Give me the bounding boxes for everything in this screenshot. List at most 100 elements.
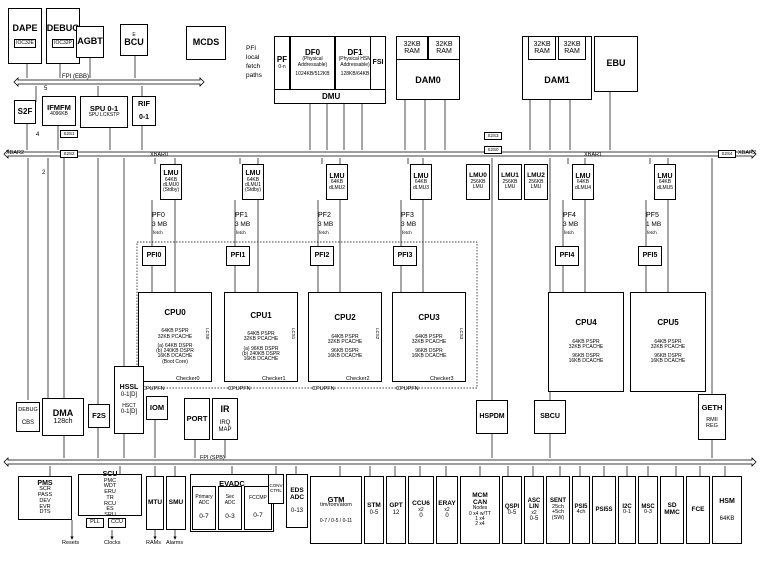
resets-label: Resets	[62, 540, 80, 546]
cpu-block-0-l2: 32KB PCACHE	[157, 333, 193, 340]
cpu-checker-0: Checker0	[176, 376, 200, 382]
asclin-block-range: 0-5	[529, 515, 539, 522]
ebu-block-title: EBU	[606, 58, 626, 69]
lmu-block-0-title: LMU	[163, 170, 179, 178]
evadc-sec-adc: ADC	[224, 499, 236, 506]
label-4: 4	[36, 132, 40, 138]
pms-block-title: PMS	[37, 479, 53, 487]
ifmfm-block-sub: 4096KB	[50, 111, 68, 118]
hsm-block-sub: 64KB	[719, 515, 735, 522]
dam1-ram2: 32KB RAM	[558, 36, 586, 60]
i2c-block-sub: 0-1	[623, 509, 631, 516]
eray-block-title: ERAY	[438, 499, 456, 507]
sent-block-l3: +5ch	[551, 509, 565, 516]
stm-block-sub: 0-5	[369, 510, 379, 517]
shared-lmu-2-size: 256KB	[528, 179, 544, 186]
mcmcan-block-nodes: Nodes	[472, 505, 488, 512]
eray-block-sub: x2	[444, 506, 450, 513]
lmu-block-3-name: dLMU3	[412, 184, 430, 191]
mtu-block-title: MTU	[147, 498, 163, 506]
cpu-block-1-title: CPU1	[250, 310, 272, 320]
pf-label-name-5: PF5	[646, 212, 659, 219]
shared-lmu-0-size: 256KB	[470, 179, 486, 186]
s2s1-bridge: S2S1	[60, 130, 78, 138]
lmu-block-1-name: dLMU1	[244, 182, 262, 189]
psi5s-block: PSI5S	[592, 476, 616, 544]
scu-ccu-block-text: CCU	[111, 519, 123, 526]
evadc-primary-range: 0-7	[199, 512, 209, 520]
edsadc-block-sub: ADC	[289, 493, 305, 501]
rif-block-sub: 0-1	[138, 114, 150, 122]
cpu-block-3-l1: 64KB PSPR	[415, 333, 443, 340]
pms-block-scr: SCR	[39, 486, 51, 493]
cpu-lcs-2: LCS2	[375, 328, 380, 340]
lmu-block-1-size: 64KB	[246, 176, 260, 183]
scu-pll-block: PLL	[86, 518, 104, 528]
sent-block-title: SENT	[549, 498, 566, 505]
conv-ctrl-block-l2: CTRL	[270, 488, 282, 493]
fce-block: FCE	[686, 476, 710, 544]
scu-pll-block-text: PLL	[90, 519, 100, 526]
scu-block-sru: SRU	[104, 512, 116, 519]
pfi-block-2-title: PFI2	[314, 252, 330, 260]
hsm-block-title: HSM	[719, 498, 735, 506]
s2s0-bridge: S2S0	[484, 146, 502, 154]
cpu-block-5-l1: 64KB PSPR	[654, 338, 682, 345]
gpt-block-sub: 12	[392, 510, 400, 517]
cpu-block-4-title: CPU4	[575, 318, 597, 328]
iom-block-title: IOM	[149, 403, 165, 413]
cpu-block-1-l2: 32KB PCACHE	[243, 336, 279, 343]
shared-lmu-2-name: LMU	[530, 184, 542, 191]
spu-block-sub: SPU LCKSTP	[88, 112, 120, 119]
cpu-checker-3: Checker3	[430, 376, 454, 382]
pf-label-size-0: 3 MB	[152, 221, 168, 228]
s2s0-bridge-label: S2S0	[487, 146, 499, 152]
pf-label-size-1: 3 MB	[235, 221, 251, 228]
pf-label-size-4: 3 MB	[563, 221, 579, 228]
edsadc-block-title: EDS	[290, 487, 304, 495]
port-block: PORT	[184, 398, 210, 440]
gtm-block-range: 0-7 / 0-5 / 0-11	[319, 518, 353, 525]
dam0-block-title: DAM0	[415, 75, 441, 86]
cpu-block-3-title: CPU3	[418, 313, 440, 323]
xbar2-right-label: XBAR2	[738, 150, 757, 156]
cpu-block-5-l4: 16KB DCACHE	[650, 358, 686, 365]
lmu-block-0-mode: (Stdby)	[162, 187, 180, 194]
lmu-block-4-size: 64KB	[576, 179, 590, 186]
msc-block-sub: 0-3	[644, 509, 652, 516]
pfi-paths-l4: paths	[246, 72, 262, 79]
ccu6-block-sub: x2	[418, 506, 424, 513]
f2s-block: F2S	[88, 404, 110, 428]
xbar-bus	[3, 149, 757, 159]
clocks-label: Clocks	[104, 540, 121, 546]
agbt-block: AGBT	[76, 26, 104, 58]
lmu-block-3-title: LMU	[413, 173, 429, 181]
cpu-block-4-l2: 32KB PCACHE	[568, 343, 604, 350]
cpu-block-2-l4: 16KB DCACHE	[327, 353, 363, 360]
geth-block-title: GETH	[701, 403, 723, 413]
psi5s-block-title: PSI5S	[595, 506, 613, 513]
pfi-paths-l3: fetch	[246, 63, 261, 70]
cpu-block-2-title: CPU2	[334, 313, 356, 323]
spu-block-title: SPU 0-1	[89, 104, 119, 114]
dam1-ram2-ram: 32KB RAM	[563, 40, 581, 55]
sent-block-l2: 25ch	[552, 503, 564, 510]
xbar1-label: XBAR1	[584, 152, 603, 158]
fpi-ebb-bus	[13, 77, 205, 87]
pf-label-name-0: PF0	[152, 212, 165, 219]
cpu-block-1-l4: (b) 240KB DSPR	[242, 350, 280, 357]
pf-label-sub-4: fetch	[564, 230, 574, 235]
pfi-block-5-title: PFI5	[642, 252, 658, 260]
